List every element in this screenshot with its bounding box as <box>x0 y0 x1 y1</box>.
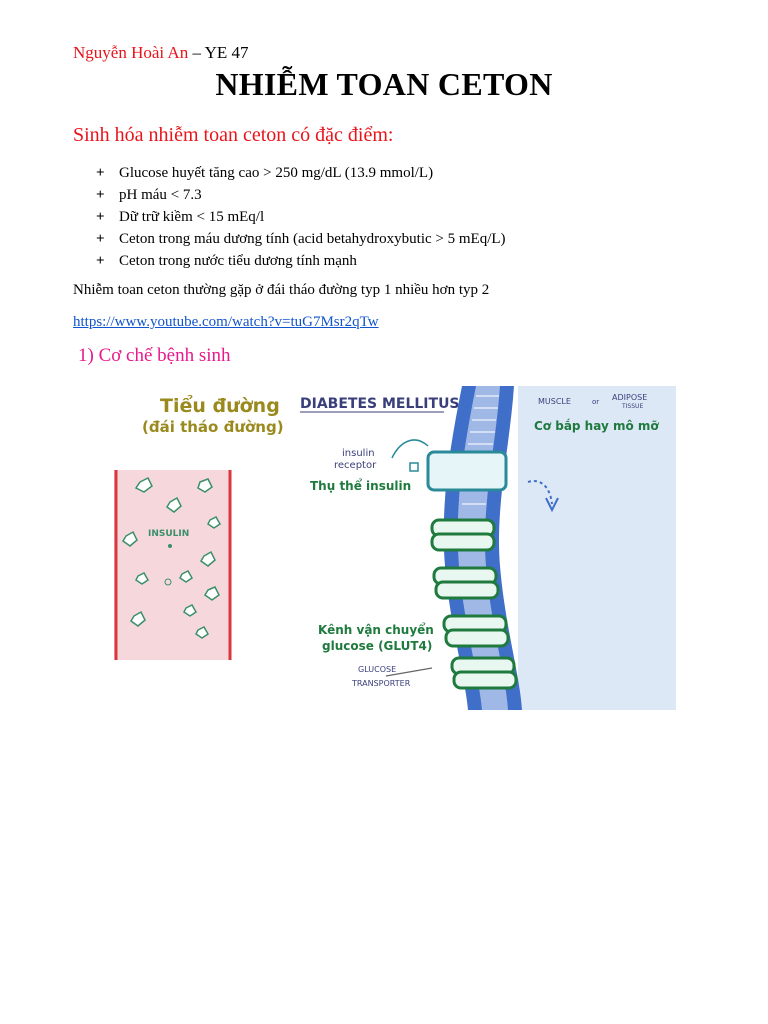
insulin-dot <box>168 544 172 548</box>
diabetes-illustration: Tiểu đường (đái tháo đường) INSULIN DIAB… <box>114 386 676 710</box>
glut4-transporters <box>430 518 518 690</box>
glut-label-en-line1: GLUCOSE <box>358 665 396 674</box>
list-item-text: Ceton trong máu dương tính (acid betahyd… <box>119 231 506 247</box>
list-item-text: Glucose huyết tăng cao > 250 mg/dL (13.9… <box>119 165 434 181</box>
tissue-label-adipose: ADIPOSE <box>612 393 647 402</box>
insulin-label: INSULIN <box>148 529 189 539</box>
list-item-text: Dữ trữ kiềm < 15 mEq/l <box>119 209 265 225</box>
criteria-list: + Glucose huyết tăng cao > 250 mg/dL (13.… <box>73 163 506 273</box>
section-heading-pathogenesis: 1) Cơ chế bệnh sinh <box>78 345 231 366</box>
bullet-mark: + <box>96 165 105 181</box>
vessel-title-line2: (đái tháo đường) <box>142 418 284 436</box>
author-line: Nguyễn Hoài An – YE 47 <box>73 43 249 63</box>
diagram-title: DIABETES MELLITUS <box>300 396 460 412</box>
list-item-text: pH máu < 7.3 <box>119 187 202 203</box>
tissue-label-muscle: MUSCLE <box>538 397 571 406</box>
author-class: – YE 47 <box>188 43 249 62</box>
glut-label-vi-line1: Kênh vận chuyển <box>318 622 434 637</box>
receptor-label-line1: insulin <box>342 448 375 459</box>
list-item: + Dữ trữ kiềm < 15 mEq/l <box>73 207 506 229</box>
receptor-label-line2: receptor <box>334 460 377 471</box>
pathogenesis-figure: Tiểu đường (đái tháo đường) INSULIN DIAB… <box>110 386 676 710</box>
receptor-label-vi: Thụ thể insulin <box>310 478 411 493</box>
insulin-dot <box>164 578 172 586</box>
list-item: + Ceton trong máu dương tính (acid betahy… <box>73 229 506 251</box>
youtube-link[interactable]: https://www.youtube.com/watch?v=tuG7Msr2… <box>73 314 379 330</box>
arrowhead-icon <box>545 497 559 513</box>
tissue-label-vi: Cơ bắp hay mô mỡ <box>534 419 659 433</box>
author-name: Nguyễn Hoài An <box>73 43 189 62</box>
glucose-molecules <box>122 476 221 639</box>
tissue-label-or: or <box>592 398 599 406</box>
tissue-label-tissue: TISSUE <box>621 403 643 410</box>
insulin-receptor <box>426 450 508 492</box>
glut-label-en-line2: TRANSPORTER <box>351 679 411 688</box>
vessel-title-line1: Tiểu đường <box>160 394 280 417</box>
list-item-text: Ceton trong nước tiểu dương tính mạnh <box>119 253 357 269</box>
list-item: + Ceton trong nước tiểu dương tính mạnh <box>73 251 506 273</box>
bullet-mark: + <box>96 231 105 247</box>
bullet-mark: + <box>96 253 105 269</box>
list-item: + Glucose huyết tăng cao > 250 mg/dL (13.… <box>73 163 506 185</box>
glut-label-vi-line2: glucose (GLUT4) <box>322 639 432 653</box>
receptor-binding-site <box>409 462 419 472</box>
tissue-area <box>518 386 676 710</box>
document-title: NHIỄM TOAN CETON <box>215 66 553 102</box>
receptor-pointer <box>391 439 429 459</box>
bullet-mark: + <box>96 209 105 225</box>
glucose-arrow-icon <box>527 480 553 505</box>
bullet-mark: + <box>96 187 105 203</box>
blood-vessel <box>114 470 230 660</box>
intro-heading: Sinh hóa nhiễm toan ceton có đặc điểm: <box>73 124 394 146</box>
list-item: + pH máu < 7.3 <box>73 185 506 207</box>
transporter-pointer <box>385 667 433 677</box>
note-paragraph: Nhiễm toan ceton thường gặp ở đái tháo đ… <box>73 282 490 298</box>
